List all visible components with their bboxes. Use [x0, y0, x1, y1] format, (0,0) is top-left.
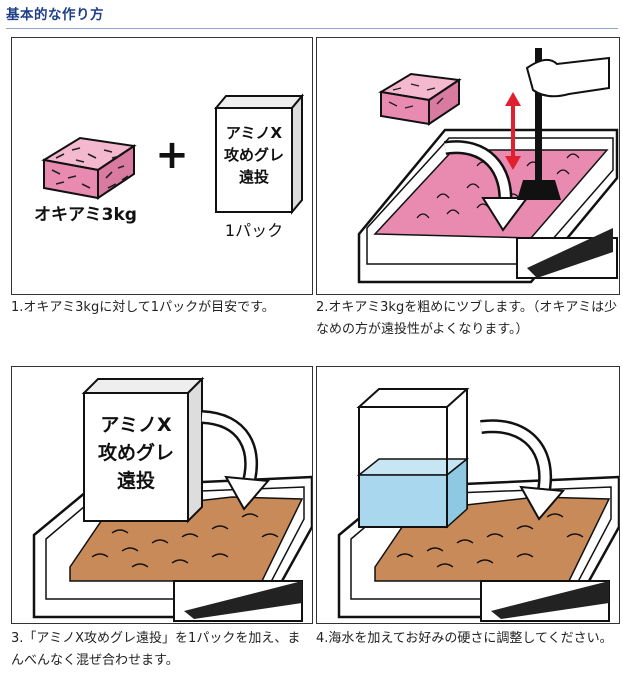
product-name-line2: 攻めグレ	[224, 146, 284, 164]
curved-down-arrow-icon	[443, 140, 529, 232]
step-2-illustration	[316, 37, 620, 295]
krill-label: オキアミ3kg	[34, 205, 137, 225]
step-1-caption: 1.オキアミ3kgに対して1パックが目安です。	[11, 300, 275, 315]
step-3-caption: 3.「アミノX攻めグレ遠投」を1パックを加え、まんべんなく混ぜ合わせます。	[11, 631, 301, 668]
step-2-caption: 2.オキアミ3kgを粗めにツブします。（オキアミは少なめの方が遠投性がよくなりま…	[316, 300, 618, 337]
step-4-illustration	[316, 366, 620, 624]
pack-label: 1パック	[225, 221, 283, 240]
up-down-red-arrow-icon	[505, 92, 521, 170]
step-1-illustration: オキアミ3kg + アミノX 攻めグレ 遠投 1パック	[11, 37, 313, 295]
product-bag-icon: アミノX 攻めグレ 遠投	[81, 376, 205, 524]
product-bag-icon: アミノX 攻めグレ 遠投	[213, 93, 305, 215]
krill-block-icon	[41, 136, 137, 200]
product-name-line1: アミノX	[226, 124, 283, 142]
product-name-line3: 遠投	[117, 469, 155, 492]
title-underline	[6, 28, 618, 29]
page-title: 基本的な作り方	[6, 7, 104, 23]
product-name-line1: アミノX	[100, 414, 172, 436]
plus-sign: +	[155, 132, 189, 178]
curved-down-arrow-icon	[201, 410, 271, 511]
masher-tool-icon	[517, 48, 610, 200]
product-name-line3: 遠投	[239, 168, 269, 186]
step-3-illustration: アミノX 攻めグレ 遠投	[11, 366, 313, 624]
step-4-caption: 4.海水を加えてお好みの硬さに調整してください。	[316, 631, 613, 646]
water-container-icon	[356, 388, 470, 529]
krill-block-icon	[378, 72, 462, 126]
curved-down-arrow-icon	[480, 419, 566, 521]
product-name-line2: 攻めグレ	[98, 441, 174, 464]
